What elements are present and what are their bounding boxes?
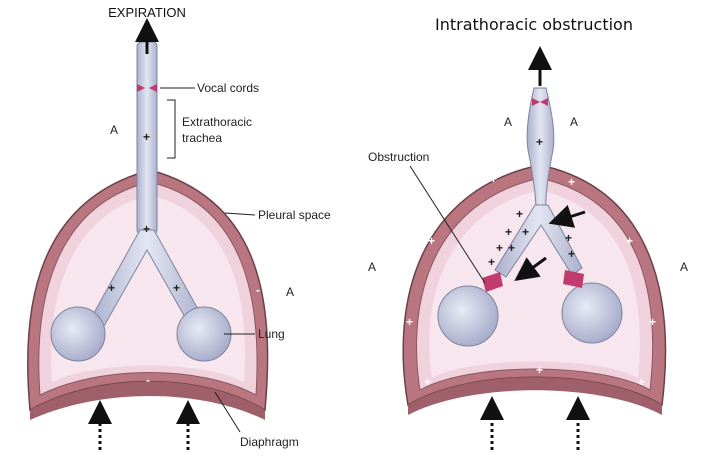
right-plus-w4: + — [626, 234, 633, 248]
left-plus-trachea: + — [143, 130, 150, 144]
right-vocal-cord-l — [532, 98, 540, 106]
right-plus-w3: + — [428, 234, 435, 248]
left-lung-left — [50, 306, 106, 362]
expiration-label: EXPIRATION — [108, 5, 186, 20]
left-minus-right: - — [256, 283, 260, 297]
left-lung-right — [176, 306, 232, 362]
right-diaphragm — [408, 377, 662, 415]
right-plus-w9: + — [638, 375, 645, 389]
right-plus-i6: + — [488, 255, 495, 269]
obstruction-right — [563, 270, 584, 288]
right-title: Intrathoracic obstruction — [435, 15, 633, 34]
right-atm-a-2: A — [570, 115, 578, 129]
right-plus-i7: + — [565, 231, 572, 245]
right-atm-a-3: A — [368, 260, 376, 274]
extrathoracic-bracket — [167, 99, 176, 159]
lung-label: Lung — [258, 327, 285, 341]
left-minus-bottom: - — [146, 373, 150, 387]
diaphragm-label: Diaphragm — [240, 435, 299, 449]
compression-arrow-2 — [514, 256, 547, 282]
left-panel: EXPIRATION Vocal cords Extrathoracic tra… — [26, 5, 331, 450]
left-minus-top: - — [114, 171, 118, 185]
obstruction-left — [482, 272, 503, 292]
obstruction-label: Obstruction — [368, 150, 429, 164]
right-lung-right — [561, 282, 623, 344]
left-plus-bronchus-r: + — [173, 281, 180, 295]
right-plus-i4: + — [496, 241, 503, 255]
right-panel: Intrathoracic obstruction Obstruction A … — [368, 15, 688, 450]
diaphragm-leader — [214, 391, 241, 433]
right-plus-i3: + — [522, 225, 529, 239]
pleural-leader — [224, 212, 256, 216]
pleural-space-label: Pleural space — [258, 208, 331, 222]
right-plus-w2: + — [568, 175, 575, 189]
left-plus-bronchus-l: + — [108, 281, 115, 295]
left-diaphragm — [30, 381, 265, 420]
right-plus-trachea: + — [536, 135, 543, 149]
extrathoracic-label-1: Extrathoracic — [182, 115, 252, 129]
left-atm-a-2: A — [286, 285, 294, 299]
right-plus-w8: + — [536, 363, 543, 377]
right-atm-a-1: A — [504, 115, 512, 129]
right-plus-i8: + — [568, 247, 575, 261]
left-atm-a-1: A — [110, 123, 118, 137]
right-plus-i5: + — [508, 241, 515, 255]
left-vocal-cord-r — [149, 84, 157, 92]
obstruction-leader — [409, 165, 486, 284]
right-plus-w7: + — [424, 375, 431, 389]
left-vocal-cord-l — [137, 84, 145, 92]
left-plus-carina: + — [143, 222, 150, 236]
extrathoracic-label-2: trachea — [182, 131, 222, 145]
right-plus-i2: + — [505, 225, 512, 239]
right-atm-a-4: A — [680, 260, 688, 274]
right-lung-left — [437, 285, 499, 347]
right-plus-i1: + — [516, 207, 523, 221]
right-vocal-cord-r — [540, 98, 548, 106]
vocal-cords-label: Vocal cords — [197, 81, 259, 95]
compression-arrow-1 — [548, 204, 586, 228]
right-plus-w6: + — [649, 315, 656, 329]
right-plus-w5: + — [406, 315, 413, 329]
right-plus-w1: + — [490, 172, 497, 186]
left-minus-left: - — [30, 283, 34, 297]
